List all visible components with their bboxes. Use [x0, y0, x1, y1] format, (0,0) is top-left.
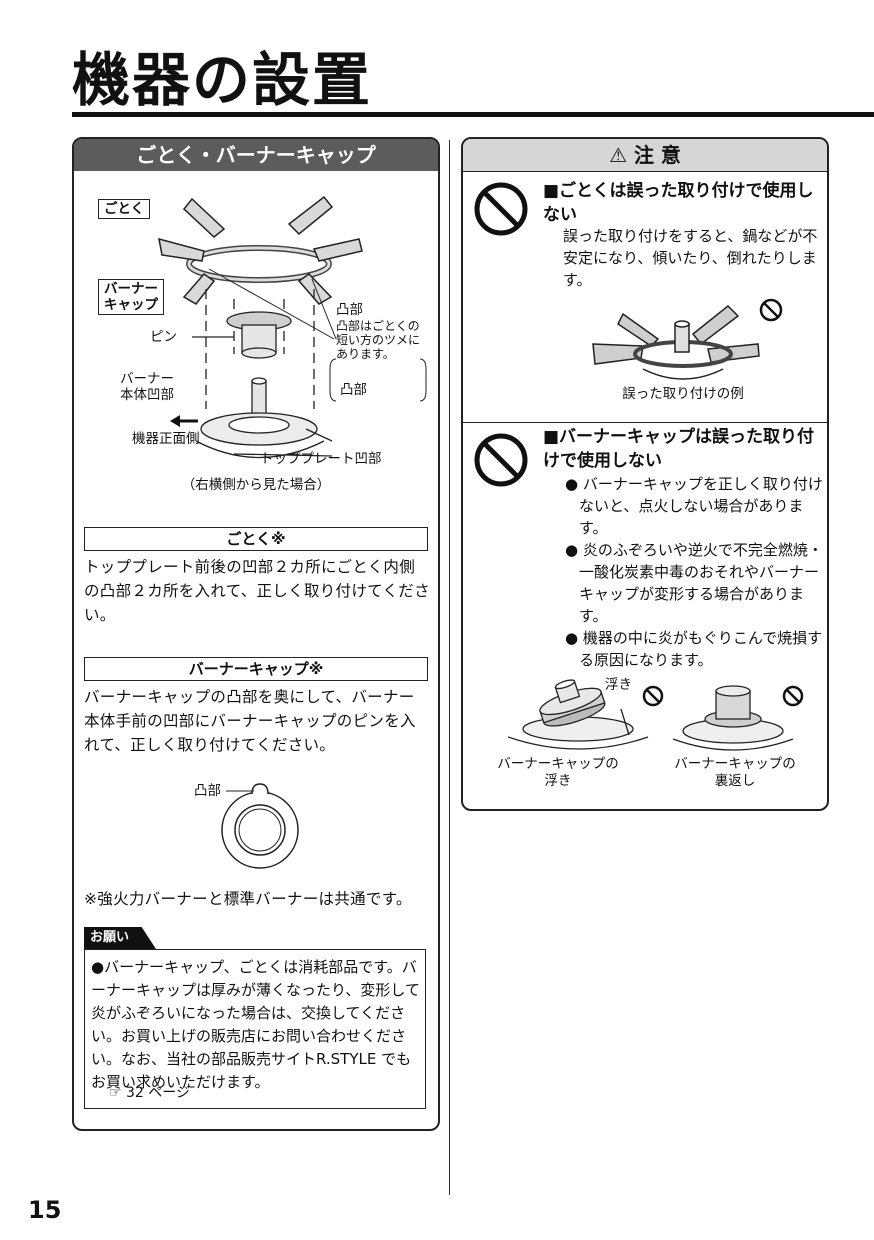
caution1-title: ■ごとくは誤った取り付けで使用しない	[543, 181, 814, 225]
caption-float: バーナーキャップの 浮き	[497, 756, 619, 789]
label-convex-top: 凸部	[336, 302, 363, 318]
title-rule	[72, 112, 874, 117]
installation-diagram	[158, 195, 427, 459]
gotoku-heading: ごとく※	[84, 527, 428, 551]
burner-cap-heading: バーナーキャップ※	[84, 657, 428, 681]
caution1-caption: 誤った取り付けの例	[622, 386, 744, 402]
caution2-bullet: ● 機器の中に炎がもぐりこんで焼損する原因になります。	[565, 629, 823, 669]
prohibition-small-icon	[642, 685, 664, 707]
request-tag: お願い	[84, 927, 156, 949]
burner-cap-top-view	[221, 783, 299, 869]
column-divider	[449, 140, 450, 1195]
diagram-caption: （右横側から見た場合）	[181, 477, 331, 493]
caution-header: ⚠ 注 意	[463, 139, 827, 172]
label-convex-mid: 凸部	[340, 382, 367, 398]
caution-separator	[463, 422, 827, 423]
request-box: ●バーナーキャップ、ごとくは消耗部品です。バーナーキャップは厚みが薄くなったり、…	[84, 949, 426, 1109]
gotoku-text: トッププレート前後の凹部２カ所にごとく内側の凸部２カ所を入れて、正しく取り付けて…	[84, 558, 430, 624]
request-text: ●バーナーキャップ、ごとくは消耗部品です。バーナーキャップは厚みが薄くなったり、…	[91, 958, 420, 1091]
label-gotoku: ごとく	[98, 199, 151, 219]
common-note: ※強火力バーナーと標準バーナーは共通です。	[84, 890, 412, 908]
caution-section: ⚠ 注 意 ■ごとくは誤った取り付けで使用しない 誤った取り付けをすると、鍋など…	[461, 137, 829, 811]
note-convex: 凸部はごとくの 短い方のツメに あります。	[336, 319, 421, 361]
reversed-cap-illustration	[672, 685, 794, 751]
prohibition-small-icon	[782, 685, 804, 707]
label-burner-body-concave: バーナー 本体凹部	[120, 371, 174, 403]
prohibition-icon	[474, 182, 528, 236]
page-title: 機器の設置	[72, 46, 373, 114]
caution2-bullet: ● バーナーキャップを正しく取り付けないと、点火しない場合があります。	[565, 475, 823, 537]
wrong-gotoku-illustration	[592, 304, 760, 380]
label-top-plate-concave: トッププレート凹部	[260, 451, 382, 467]
burner-cap-illustration	[192, 311, 292, 359]
label-burner-cap: バーナー キャップ	[98, 279, 164, 315]
burner-cap-text: バーナーキャップの凸部を奥にして、バーナー本体手前の凹部にバーナーキャップのピン…	[84, 688, 416, 754]
floating-cap-illustration	[507, 679, 649, 750]
front-arrow-icon	[170, 415, 198, 427]
burner-body-illustration	[195, 377, 333, 459]
caution2-title: ■バーナーキャップは誤った取り付けで使用しない	[543, 427, 815, 471]
caution2-bullet: ● 炎のふぞろいや逆火で不完全燃焼・一酸化炭素中毒のおそれやバーナーキャップが変…	[565, 541, 823, 625]
caption-reverse: バーナーキャップの 裏返し	[674, 756, 796, 789]
float-label: 浮き	[605, 677, 632, 693]
gotoku-illustration	[158, 195, 363, 305]
gotoku-burner-cap-section: ごとく・バーナーキャップ	[72, 137, 440, 1131]
page-number: 15	[28, 1196, 62, 1224]
label-pin: ピン	[150, 329, 177, 345]
page-reference: ☞ 32 ページ	[109, 1085, 190, 1101]
caution1-text: 誤った取り付けをすると、鍋などが不安定になり、傾いたり、倒れたりします。	[563, 227, 818, 289]
prohibition-icon	[474, 433, 528, 487]
label-front-side: 機器正面側	[132, 431, 200, 447]
section-header: ごとく・バーナーキャップ	[74, 139, 438, 171]
prohibition-small-icon	[759, 298, 783, 322]
burner-cap-convex-label: 凸部	[194, 783, 221, 799]
